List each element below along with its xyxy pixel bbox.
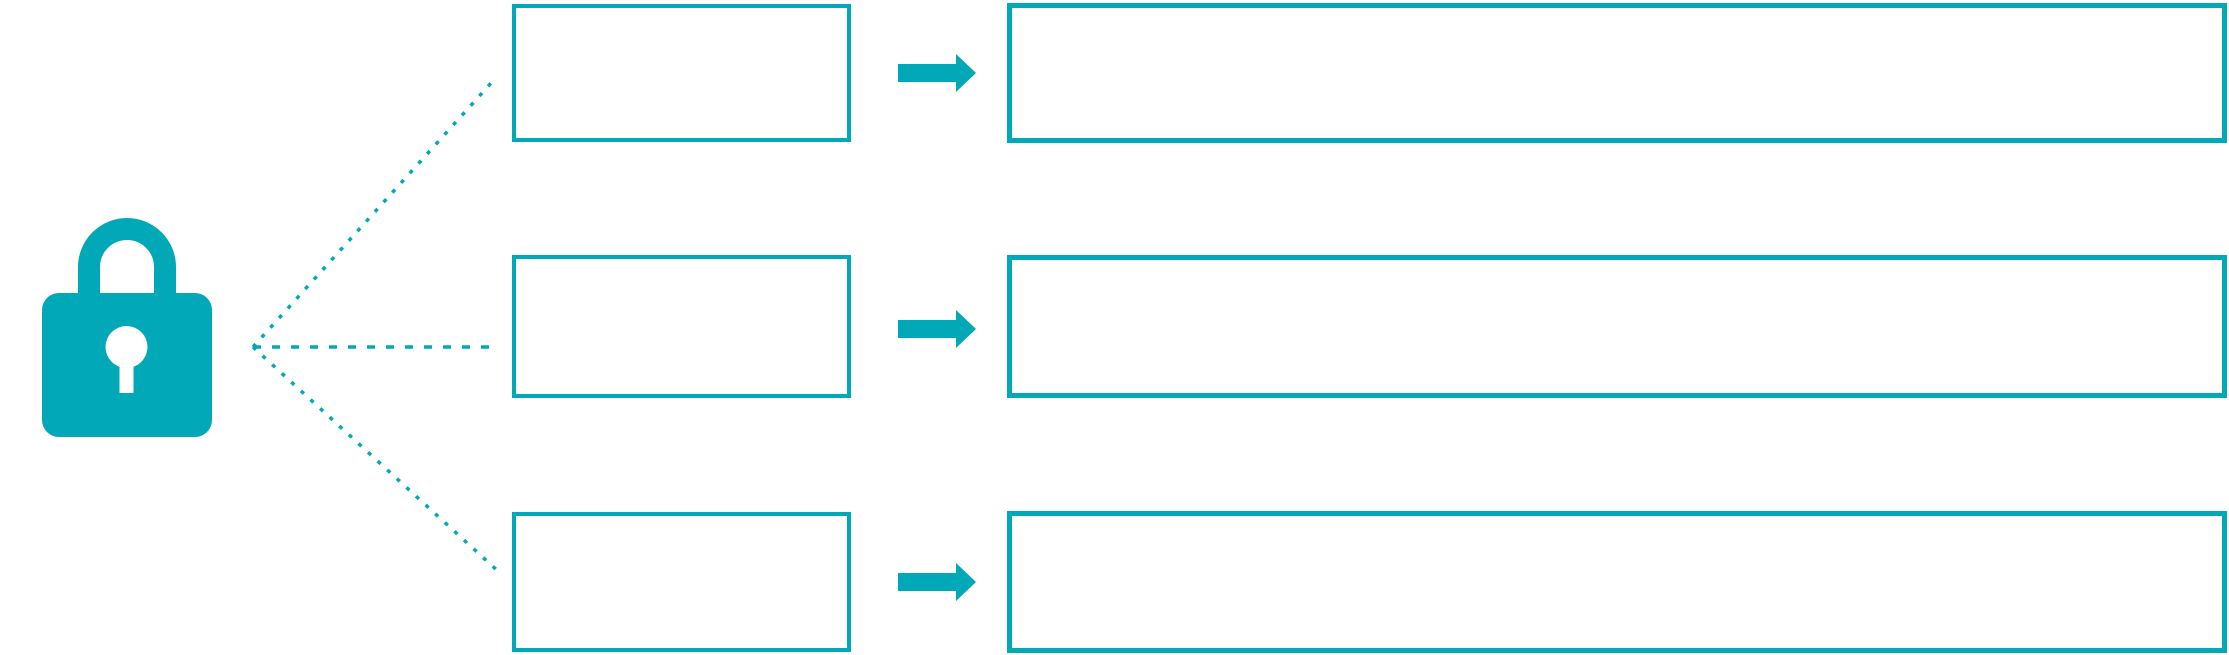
- small-box-row-3: [512, 512, 851, 652]
- large-box-row-1: [1007, 3, 2227, 143]
- large-box-row-3: [1007, 511, 2227, 653]
- padlock-shackle: [78, 218, 176, 307]
- arrow-right-icon: [898, 563, 976, 601]
- padlock-icon-svg: [42, 218, 212, 437]
- arrow-right-icon: [898, 310, 976, 348]
- dotted-connector-line-bottom: [251, 345, 502, 575]
- arrow-right-icon: [898, 54, 976, 92]
- padlock-keyhole-stem: [119, 359, 134, 393]
- small-box-row-1: [512, 4, 851, 142]
- large-box-row-2: [1007, 255, 2227, 398]
- dotted-connector-line-top: [251, 80, 494, 349]
- padlock-keyhole-circle: [105, 326, 148, 368]
- small-box-row-2: [512, 255, 851, 398]
- padlock-icon: [42, 207, 212, 439]
